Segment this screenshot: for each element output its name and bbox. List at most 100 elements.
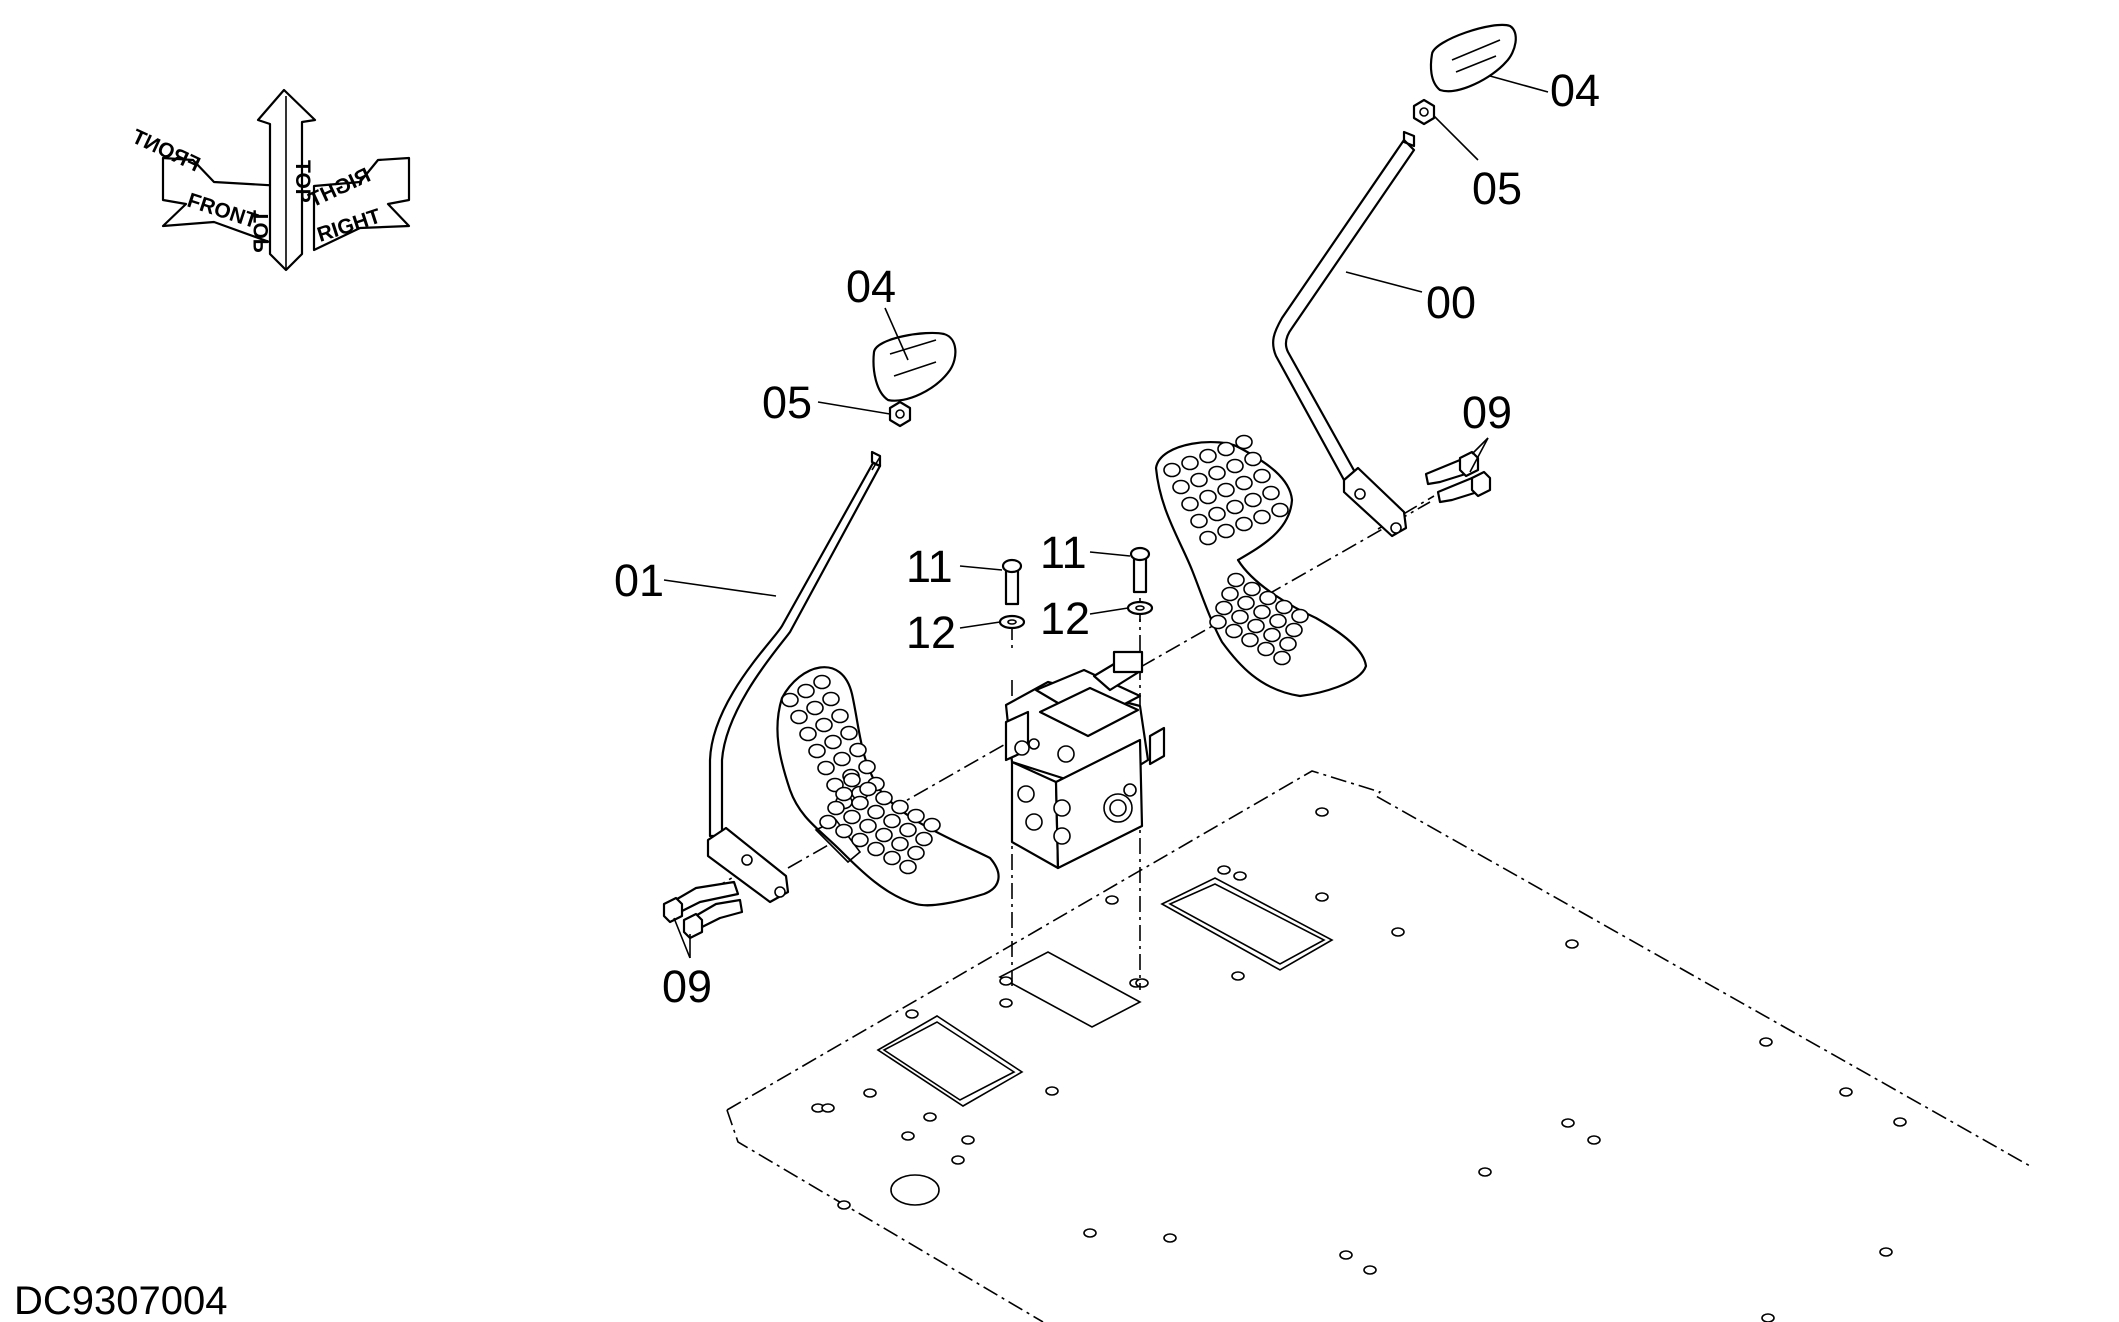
pedal-hole (1253, 468, 1271, 484)
pedal-hole (1221, 586, 1239, 602)
washer-12-b (1126, 600, 1154, 616)
lever-00 (1272, 130, 1416, 538)
grip-right (1429, 23, 1517, 93)
pedal-hole (883, 813, 901, 829)
pedal-hole (851, 832, 869, 848)
pedal-hole (822, 691, 840, 707)
right-arrow-shape (312, 156, 411, 252)
plate-holes (811, 807, 1907, 1322)
pedal-hole (1199, 530, 1217, 546)
pedal-hole (1181, 496, 1199, 512)
pedal-hole (1244, 492, 1262, 508)
pedal-hole (1253, 604, 1271, 620)
pedal-hole (1279, 636, 1297, 652)
pedal-hole (1275, 599, 1293, 615)
pedal-hole (1215, 600, 1233, 616)
pedal-hole (827, 800, 845, 816)
pedal-hole (799, 726, 817, 742)
pedal-hole (883, 850, 901, 866)
pedal-hole (1271, 502, 1289, 518)
pedal-hole (817, 760, 835, 776)
right-pedal-plate (1154, 434, 1368, 698)
callout-bolt-a: 11 (906, 541, 953, 592)
pedal-hole (1226, 458, 1244, 474)
pedal-hole (813, 674, 831, 690)
top-label-left: TOP (250, 210, 273, 253)
right-pedal-holes (1163, 434, 1309, 666)
pedal-hole (1243, 581, 1261, 597)
pedal-hole (891, 836, 909, 852)
pedal-hole (1273, 650, 1291, 666)
pedal-hole (859, 818, 877, 834)
pedal-hole (1226, 499, 1244, 515)
pedal-hole (1199, 489, 1217, 505)
pedal-hole (1172, 479, 1190, 495)
pedal-hole (1217, 523, 1235, 539)
pedal-hole (1190, 513, 1208, 529)
floor-plate (726, 770, 2031, 1322)
callout-grip-left: 04 (846, 261, 896, 312)
nut-right (1412, 98, 1436, 126)
pedal-hole (867, 841, 885, 857)
callout-washer-a: 12 (906, 607, 956, 658)
pedal-hole (1190, 472, 1208, 488)
pilot-valve-block (1004, 650, 1166, 870)
pedal-hole (1217, 482, 1235, 498)
pedal-hole (858, 759, 876, 775)
pedal-hole (1208, 506, 1226, 522)
pedal-hole (1163, 462, 1181, 478)
pedal-hole (1217, 441, 1235, 457)
pedal-hole (843, 809, 861, 825)
callout-washer-b: 12 (1040, 593, 1090, 644)
pedal-hole (840, 725, 858, 741)
pedal-hole (1263, 627, 1281, 643)
pedal-hole (907, 845, 925, 861)
nut-left (888, 400, 912, 428)
pedal-hole (1244, 451, 1262, 467)
callout-bolt-b: 11 (1040, 527, 1087, 578)
bolt-11-b (1129, 546, 1151, 594)
pedal-hole (833, 751, 851, 767)
callout-nut-left: 05 (762, 377, 812, 428)
pedal-hole (907, 808, 925, 824)
drawing-code: DC9307004 (14, 1279, 228, 1322)
pedal-hole (849, 742, 867, 758)
pedal-hole (1269, 613, 1287, 629)
pedal-hole (867, 804, 885, 820)
leader-lines (663, 75, 1549, 959)
pedal-hole (824, 734, 842, 750)
front-arrow-shape (161, 156, 288, 250)
callout-lever-left: 01 (614, 555, 664, 606)
pedal-hole (875, 827, 893, 843)
pedal-hole (899, 822, 917, 838)
pedal-hole (1262, 485, 1280, 501)
pedal-hole (1225, 623, 1243, 639)
pedal-hole (1208, 465, 1226, 481)
pedal-hole (1227, 572, 1245, 588)
pedal-hole (1237, 595, 1255, 611)
pedal-hole (1181, 455, 1199, 471)
pedal-hole (899, 859, 917, 875)
pedal-hole (835, 786, 853, 802)
pedal-hole (1253, 509, 1271, 525)
pedal-hole (843, 772, 861, 788)
pedal-hole (790, 709, 808, 725)
left-pedal-plate (776, 666, 1000, 907)
pedal-hole (1231, 609, 1249, 625)
pedal-hole (815, 717, 833, 733)
pedal-hole (831, 708, 849, 724)
pedal-hole (781, 692, 799, 708)
orientation-symbol: FRONT FRONT TOP TOP RIGHT RIGHT (128, 88, 411, 272)
bolt-11-a (1001, 558, 1023, 606)
pedal-hole (1235, 434, 1253, 450)
pedal-hole (1259, 590, 1277, 606)
pedal-hole (835, 823, 853, 839)
pedal-hole (1199, 448, 1217, 464)
pedal-hole (915, 831, 933, 847)
callout-bolts-right: 09 (1462, 387, 1512, 438)
pedal-hole (859, 781, 877, 797)
lever-01 (706, 450, 882, 904)
washer-12-a (998, 614, 1026, 630)
pedal-hole (1257, 641, 1275, 657)
